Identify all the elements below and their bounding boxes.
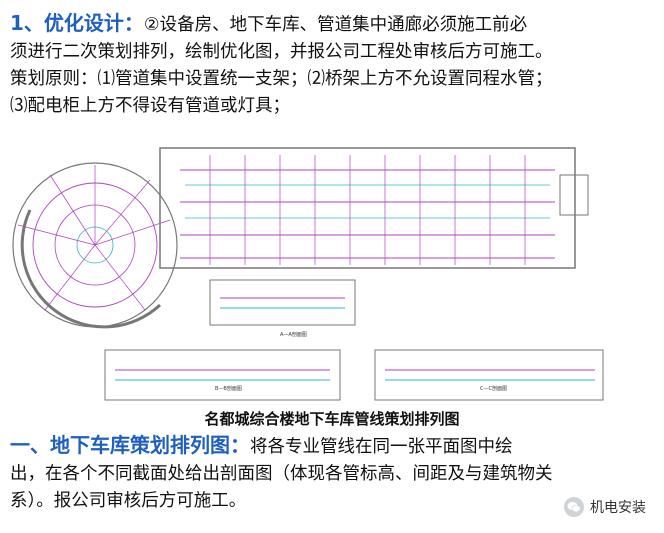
main-plan: A—A剖面图 — [159, 147, 589, 338]
section2-line3: 系）。报公司审核后方可施工。 — [10, 491, 247, 511]
watermark: 机电安装 — [564, 497, 646, 517]
section-aa-label: A—A剖面图 — [280, 331, 307, 338]
drawing-caption: 名都城综合楼地下车库管线策划排列图 — [204, 410, 460, 428]
section-cc-label: C—C剖面图 — [480, 385, 507, 392]
wechat-icon — [564, 497, 584, 517]
section2-line2: 出，在各个不同截面处给出剖面图（体现各管标高、间距及与建筑物关 — [10, 464, 553, 484]
section-views: B—B剖面图 C—C剖面图 — [104, 349, 604, 401]
section1-line3: 策划原则：⑴管道集中设置统一支架；⑵桥架上方不允设置同程水管； — [10, 69, 553, 89]
circular-wing — [12, 162, 178, 329]
intro-paragraph: 1、优化设计：②设备房、地下车库、管道集中通廊必须施工前必 须进行二次策划排列，… — [10, 10, 650, 120]
section1-heading: 1、优化设计： — [10, 11, 144, 35]
section2-heading: 一、地下车库策划排列图： — [10, 433, 250, 457]
section1-line2: 须进行二次策划排列，绘制优化图，并报公司工程处审核后方可施工。 — [10, 42, 553, 62]
section1-line1: ②设备房、地下车库、管道集中通廊必须施工前必 — [143, 15, 528, 35]
section1-line4: ⑶配电柜上方不得设有管道或灯具； — [10, 96, 290, 116]
pipeline-layout-drawing: A—A剖面图 B—B剖面图 C—C剖面图 — [12, 147, 604, 401]
summary-paragraph: 一、地下车库策划排列图：将各专业管线在同一张平面图中绘 出，在各个不同截面处给出… — [10, 432, 650, 515]
section-bb-label: B—B剖面图 — [215, 385, 242, 392]
watermark-text: 机电安装 — [590, 500, 646, 516]
section2-line1: 将各专业管线在同一张平面图中绘 — [250, 437, 513, 457]
